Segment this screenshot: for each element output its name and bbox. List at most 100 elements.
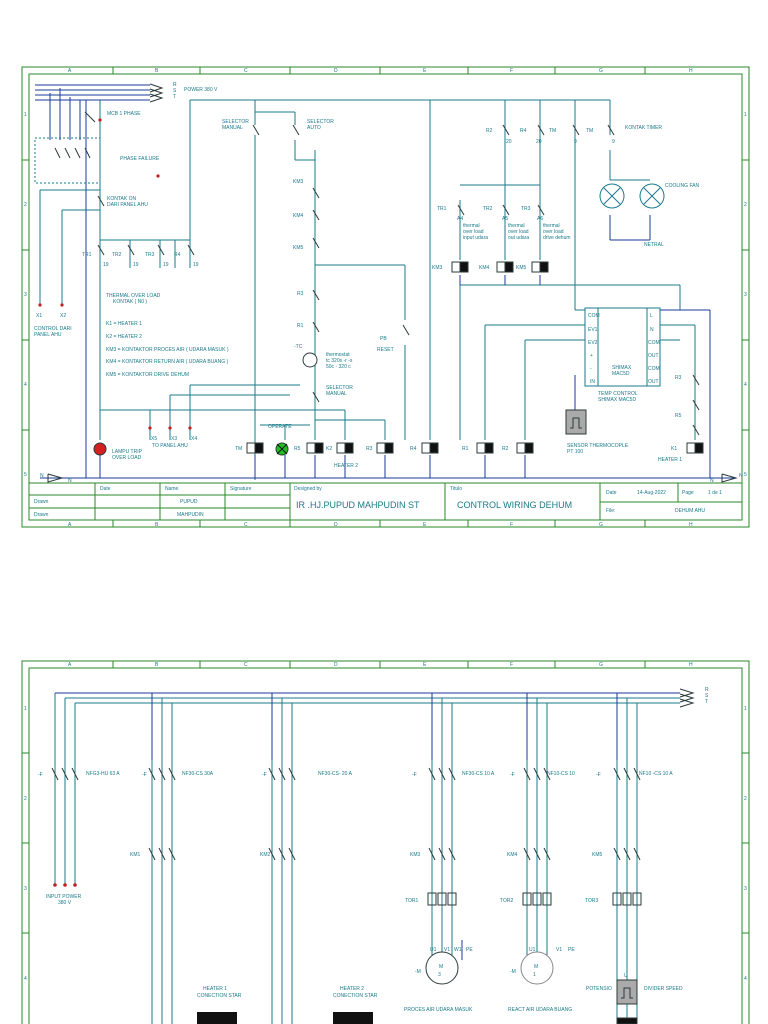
- thermal-desc: over load: [508, 229, 529, 235]
- temp-controller-box: [584, 307, 661, 387]
- tb-date-header: Date: [100, 486, 111, 492]
- row-label: 2: [744, 202, 747, 208]
- col-label: G: [599, 68, 603, 74]
- shimax-label: MAC5D: [612, 371, 630, 377]
- legend-item: KM5 = KONTAKTOR DRIVE DEHUM: [106, 372, 189, 378]
- pb-label: PB: [380, 336, 387, 342]
- relay-label: R4: [520, 128, 527, 134]
- shimax-label: SHIMAX: [612, 365, 632, 371]
- tb-designer: IR .HJ.PUPUD MAHPUDIN ST: [296, 500, 420, 510]
- temp-control-label: TEMP CONTROL: [598, 391, 638, 397]
- sheet1-column-labels: A B C D E F G H A B C D E F G H 1 2 3 4 …: [24, 68, 747, 528]
- tr-label: TR1: [437, 206, 447, 212]
- motor-symbol: M: [439, 964, 443, 970]
- shimax-pin: COM: [648, 340, 660, 346]
- cooling-fan-icons: [599, 183, 665, 209]
- relay-num: 20: [506, 139, 512, 145]
- motor-phase: 3: [438, 972, 441, 978]
- col-label: H: [689, 662, 693, 668]
- contact-label: KM3: [293, 179, 304, 185]
- kontak-on-label: KONTAK ON: [107, 196, 136, 202]
- neutral-label: N: [40, 473, 44, 479]
- heater1-label: HEATER 1: [658, 457, 682, 463]
- coil-label: R2: [502, 446, 509, 452]
- terminal-num: A4: [457, 216, 463, 222]
- thermal-label: TR3: [145, 252, 155, 258]
- selector-manual-label: SELECTOR: [222, 119, 249, 125]
- relay-label: TM: [549, 128, 556, 134]
- shimax-pin: OUT: [648, 379, 659, 385]
- thermal-num: 19: [103, 262, 109, 268]
- motor-icons: [425, 951, 554, 985]
- row-label: 3: [24, 292, 27, 298]
- divider-speed-icon: [616, 979, 638, 1024]
- thermal-num: 19: [193, 262, 199, 268]
- phase-r: R: [173, 82, 177, 88]
- breaker-tag: -F: [38, 772, 43, 778]
- contactor-label: KM4: [507, 852, 518, 858]
- thermocouple-sensor-icon: [565, 409, 587, 435]
- to-panel-label: TO PANEL AHU: [152, 443, 188, 449]
- sheet2-column-labels: A B C D E F G H 1 2 3 4 1 2 3 4: [24, 662, 747, 982]
- thermal-desc: thermal: [543, 223, 560, 229]
- row-label: 4: [24, 976, 27, 982]
- phase-s: S: [705, 693, 709, 699]
- motor-tag: -M: [415, 969, 421, 975]
- relay-label: R5: [675, 413, 682, 419]
- tb-name: PUPUD: [180, 499, 198, 505]
- selector-auto-label: SELECTOR: [307, 119, 334, 125]
- u-label: U: [624, 973, 628, 979]
- lampu-label: OVER LOAD: [112, 455, 142, 461]
- sheet2-frame: [21, 660, 750, 1024]
- contactor-label: KM5: [592, 852, 603, 858]
- relay-label: R3: [675, 375, 682, 381]
- sensor-label: SENSOR THERMOCOPLE: [567, 443, 629, 449]
- row-label: 5: [24, 472, 27, 478]
- thermal-label: R4: [174, 252, 181, 258]
- terminal-label: X3: [171, 436, 177, 442]
- col-label: E: [423, 522, 427, 528]
- thermal-label: TR1: [82, 252, 92, 258]
- col-label: E: [423, 662, 427, 668]
- tb-designed-header: Designed by: [294, 486, 322, 492]
- col-label: D: [334, 68, 338, 74]
- thermal-overload-label: KONTAK ( N0 ): [113, 299, 147, 305]
- col-label: B: [155, 662, 159, 668]
- neutral-label: N: [68, 478, 72, 484]
- netral-label: NETRAL: [644, 242, 664, 248]
- row-label: 1: [24, 706, 27, 712]
- legend-item: KM3 = KONTAKTOR PROCES AIR ( UDARA MASUK…: [106, 347, 229, 353]
- breaker-label: NFG3-HU 63 A: [86, 771, 120, 777]
- tb-name-header: Name: [165, 486, 179, 492]
- thermostat-label: 50c - 320 c: [326, 364, 351, 370]
- terminal-num: A5: [502, 216, 508, 222]
- motor-phase: 1: [533, 972, 536, 978]
- tb-file-label: File:: [606, 508, 615, 514]
- input-power-dots: [53, 883, 77, 887]
- terminal-label: X4: [191, 436, 197, 442]
- motor-term: W1: [454, 947, 462, 953]
- km-coil-label: KM5: [516, 265, 527, 271]
- contactor-label: KM1: [130, 852, 141, 858]
- motor-term: PE: [568, 947, 575, 953]
- neutral-label: N: [710, 478, 714, 484]
- sensor-label: PT 100: [567, 449, 583, 455]
- thermal-desc: out udara: [508, 235, 529, 241]
- col-label: A: [68, 662, 72, 668]
- km-coil-label: KM3: [432, 265, 443, 271]
- tb-drawn: Drawn: [34, 512, 49, 518]
- kontak-on-label: DARI PANEL AHU: [107, 202, 148, 208]
- col-label: F: [510, 522, 513, 528]
- col-label: F: [510, 68, 513, 74]
- thermal-desc: over load: [463, 229, 484, 235]
- input-power-label: INPUT POWER: [46, 894, 82, 900]
- tb-drawn: Drawn: [34, 499, 49, 505]
- control-dari-label: CONTROL DARI: [34, 326, 72, 332]
- neutral-label: N: [739, 473, 743, 479]
- motor-term: U1: [430, 947, 437, 953]
- relay-num: 20: [536, 139, 542, 145]
- lampu-label: LAMPU TRIP: [112, 449, 143, 455]
- selector-auto-label: AUTO: [307, 125, 321, 131]
- cooling-fan-label: COOLING FAN: [665, 183, 700, 189]
- legend-item: KM4 = KONTAKTOR RETURN AIR ( UDARA BUANG…: [106, 359, 229, 365]
